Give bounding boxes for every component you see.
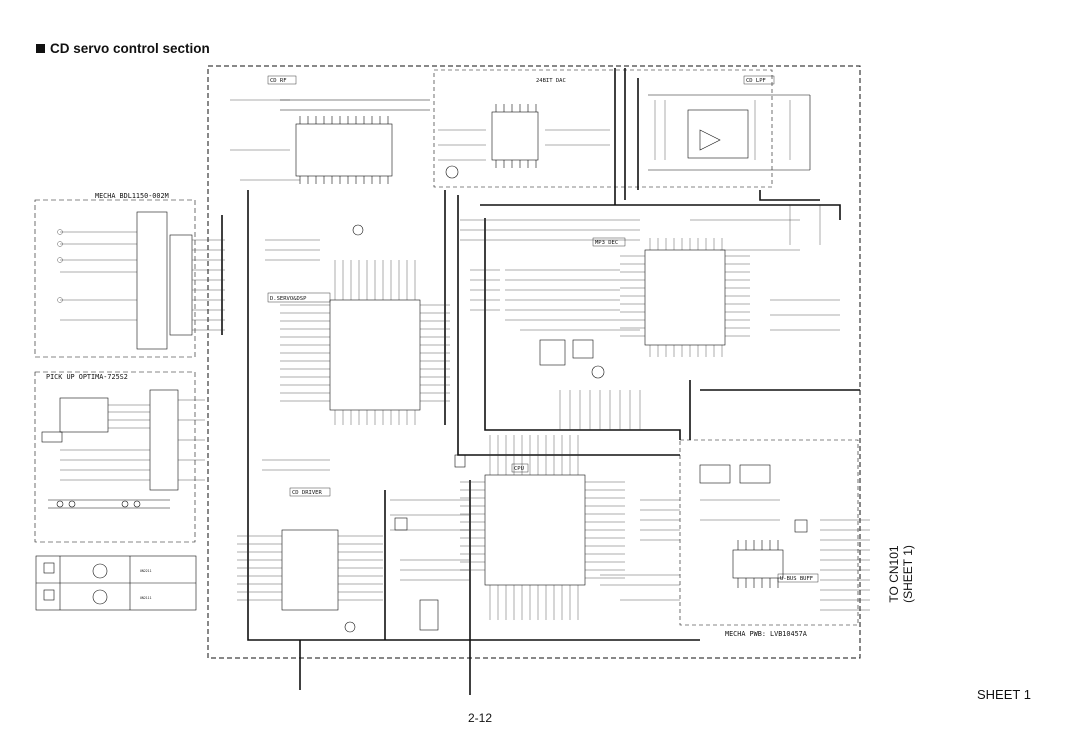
legend-un2111: UN2111 — [140, 596, 152, 600]
mecha-connector — [57, 211, 225, 350]
side-label-line1: TO CN101 — [886, 545, 901, 603]
cd-driver-ic — [237, 529, 383, 611]
page-title: CD servo control section — [36, 41, 210, 56]
ubus-outline — [679, 439, 859, 626]
mp3-dec-ic — [620, 238, 750, 357]
block-label-servo-dsp: D.SERVO&DSP — [270, 296, 307, 302]
dac-lpf-outline — [433, 69, 773, 188]
block-label-cd-lpf: CD LPF — [746, 78, 766, 84]
board-outline — [207, 65, 861, 659]
lpf-opamp — [648, 94, 811, 171]
dac-ic — [491, 104, 539, 168]
pickup-title: PICK UP OPTIMA-725S2 — [46, 373, 128, 381]
pickup-outline — [34, 371, 196, 543]
side-label-line2: (SHEET 1) — [900, 545, 915, 603]
square-bullet-icon — [36, 44, 45, 53]
block-label-cd-rf: CD RF — [270, 78, 287, 84]
pickup-internals — [41, 389, 205, 509]
block-label-cpu: CPU — [514, 466, 524, 472]
mecha-outline — [34, 199, 196, 358]
sheet-label: SHEET 1 — [977, 687, 1031, 702]
mecha-title: MECHA BDL1150-002M — [95, 192, 169, 200]
block-titles: CD RF 24BIT DAC CD LPF D.SERVO&DSP MP3 D… — [46, 75, 819, 638]
side-connector-label: TO CN101 (SHEET 1) — [887, 545, 915, 603]
legend-un2211: UN2211 — [140, 569, 152, 573]
ubus-buff-ic — [732, 540, 784, 588]
block-label-dac: 24BIT DAC — [536, 78, 566, 84]
block-label-ubus-buff: U-BUS BUFF — [780, 576, 813, 582]
page-number: 2-12 — [468, 711, 493, 725]
block-label-cd-driver: CD DRIVER — [292, 490, 322, 496]
cd-rf-ic — [280, 99, 430, 184]
small-parts — [344, 165, 808, 633]
misc-wiring — [230, 99, 870, 611]
legend-symbols — [43, 562, 108, 605]
main-buses — [221, 68, 860, 695]
cpu-ic — [460, 435, 625, 620]
mecha-pwb-label: MECHA PWB: LVB10457A — [725, 630, 807, 638]
servo-dsp-ic — [280, 260, 450, 425]
page-title-text: CD servo control section — [50, 41, 210, 56]
block-label-mp3-dec: MP3 DEC — [595, 240, 618, 246]
